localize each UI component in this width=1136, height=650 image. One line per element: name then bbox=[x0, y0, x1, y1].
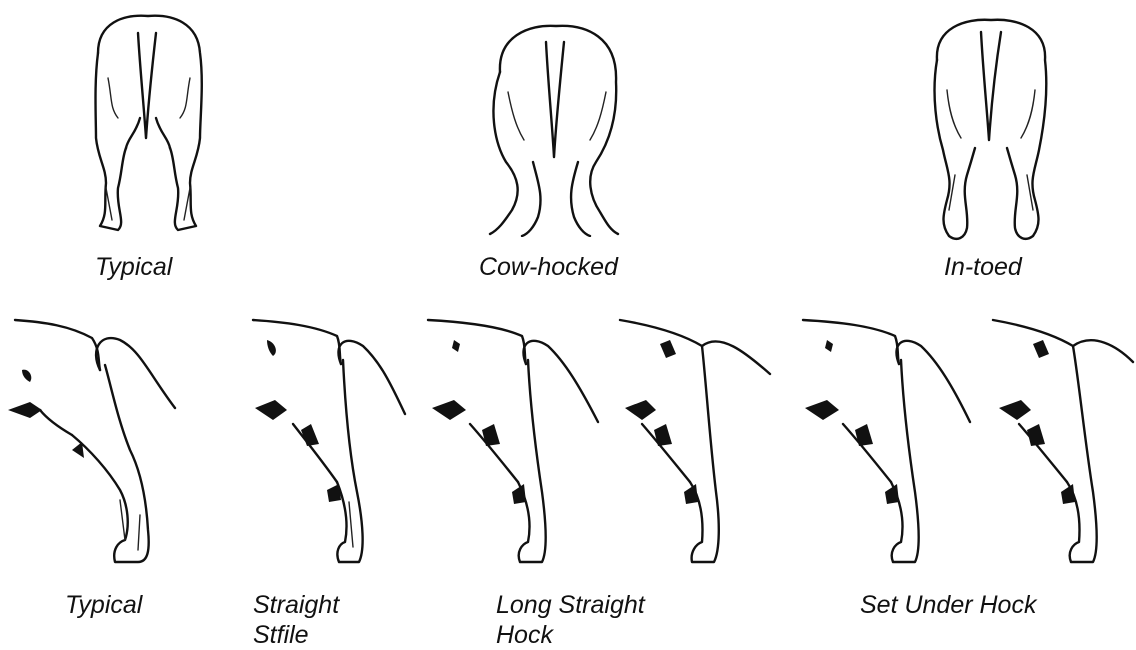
rear-view-cow-hocked-illustration bbox=[478, 12, 633, 237]
rear-caption-typical: Typical bbox=[95, 252, 172, 282]
side-caption-set-under-hock: Set Under Hock bbox=[860, 590, 1036, 620]
rear-view-in-toed-illustration bbox=[917, 10, 1065, 248]
side-caption-typical: Typical bbox=[65, 590, 142, 620]
side-view-typical-illustration bbox=[0, 310, 180, 572]
side-view-set-under-hock-illustration bbox=[795, 312, 1135, 577]
side-view-straight-stifle-illustration bbox=[245, 312, 410, 577]
side-caption-long-straight-hock: Long Straight Hock bbox=[496, 590, 645, 650]
side-caption-straight-stifle: Straight Stfile bbox=[253, 590, 339, 650]
rear-caption-cow-hocked: Cow-hocked bbox=[479, 252, 618, 282]
rear-caption-in-toed: In-toed bbox=[944, 252, 1022, 282]
side-view-long-straight-hock-illustration bbox=[420, 312, 780, 577]
rear-view-typical-illustration bbox=[78, 8, 218, 236]
